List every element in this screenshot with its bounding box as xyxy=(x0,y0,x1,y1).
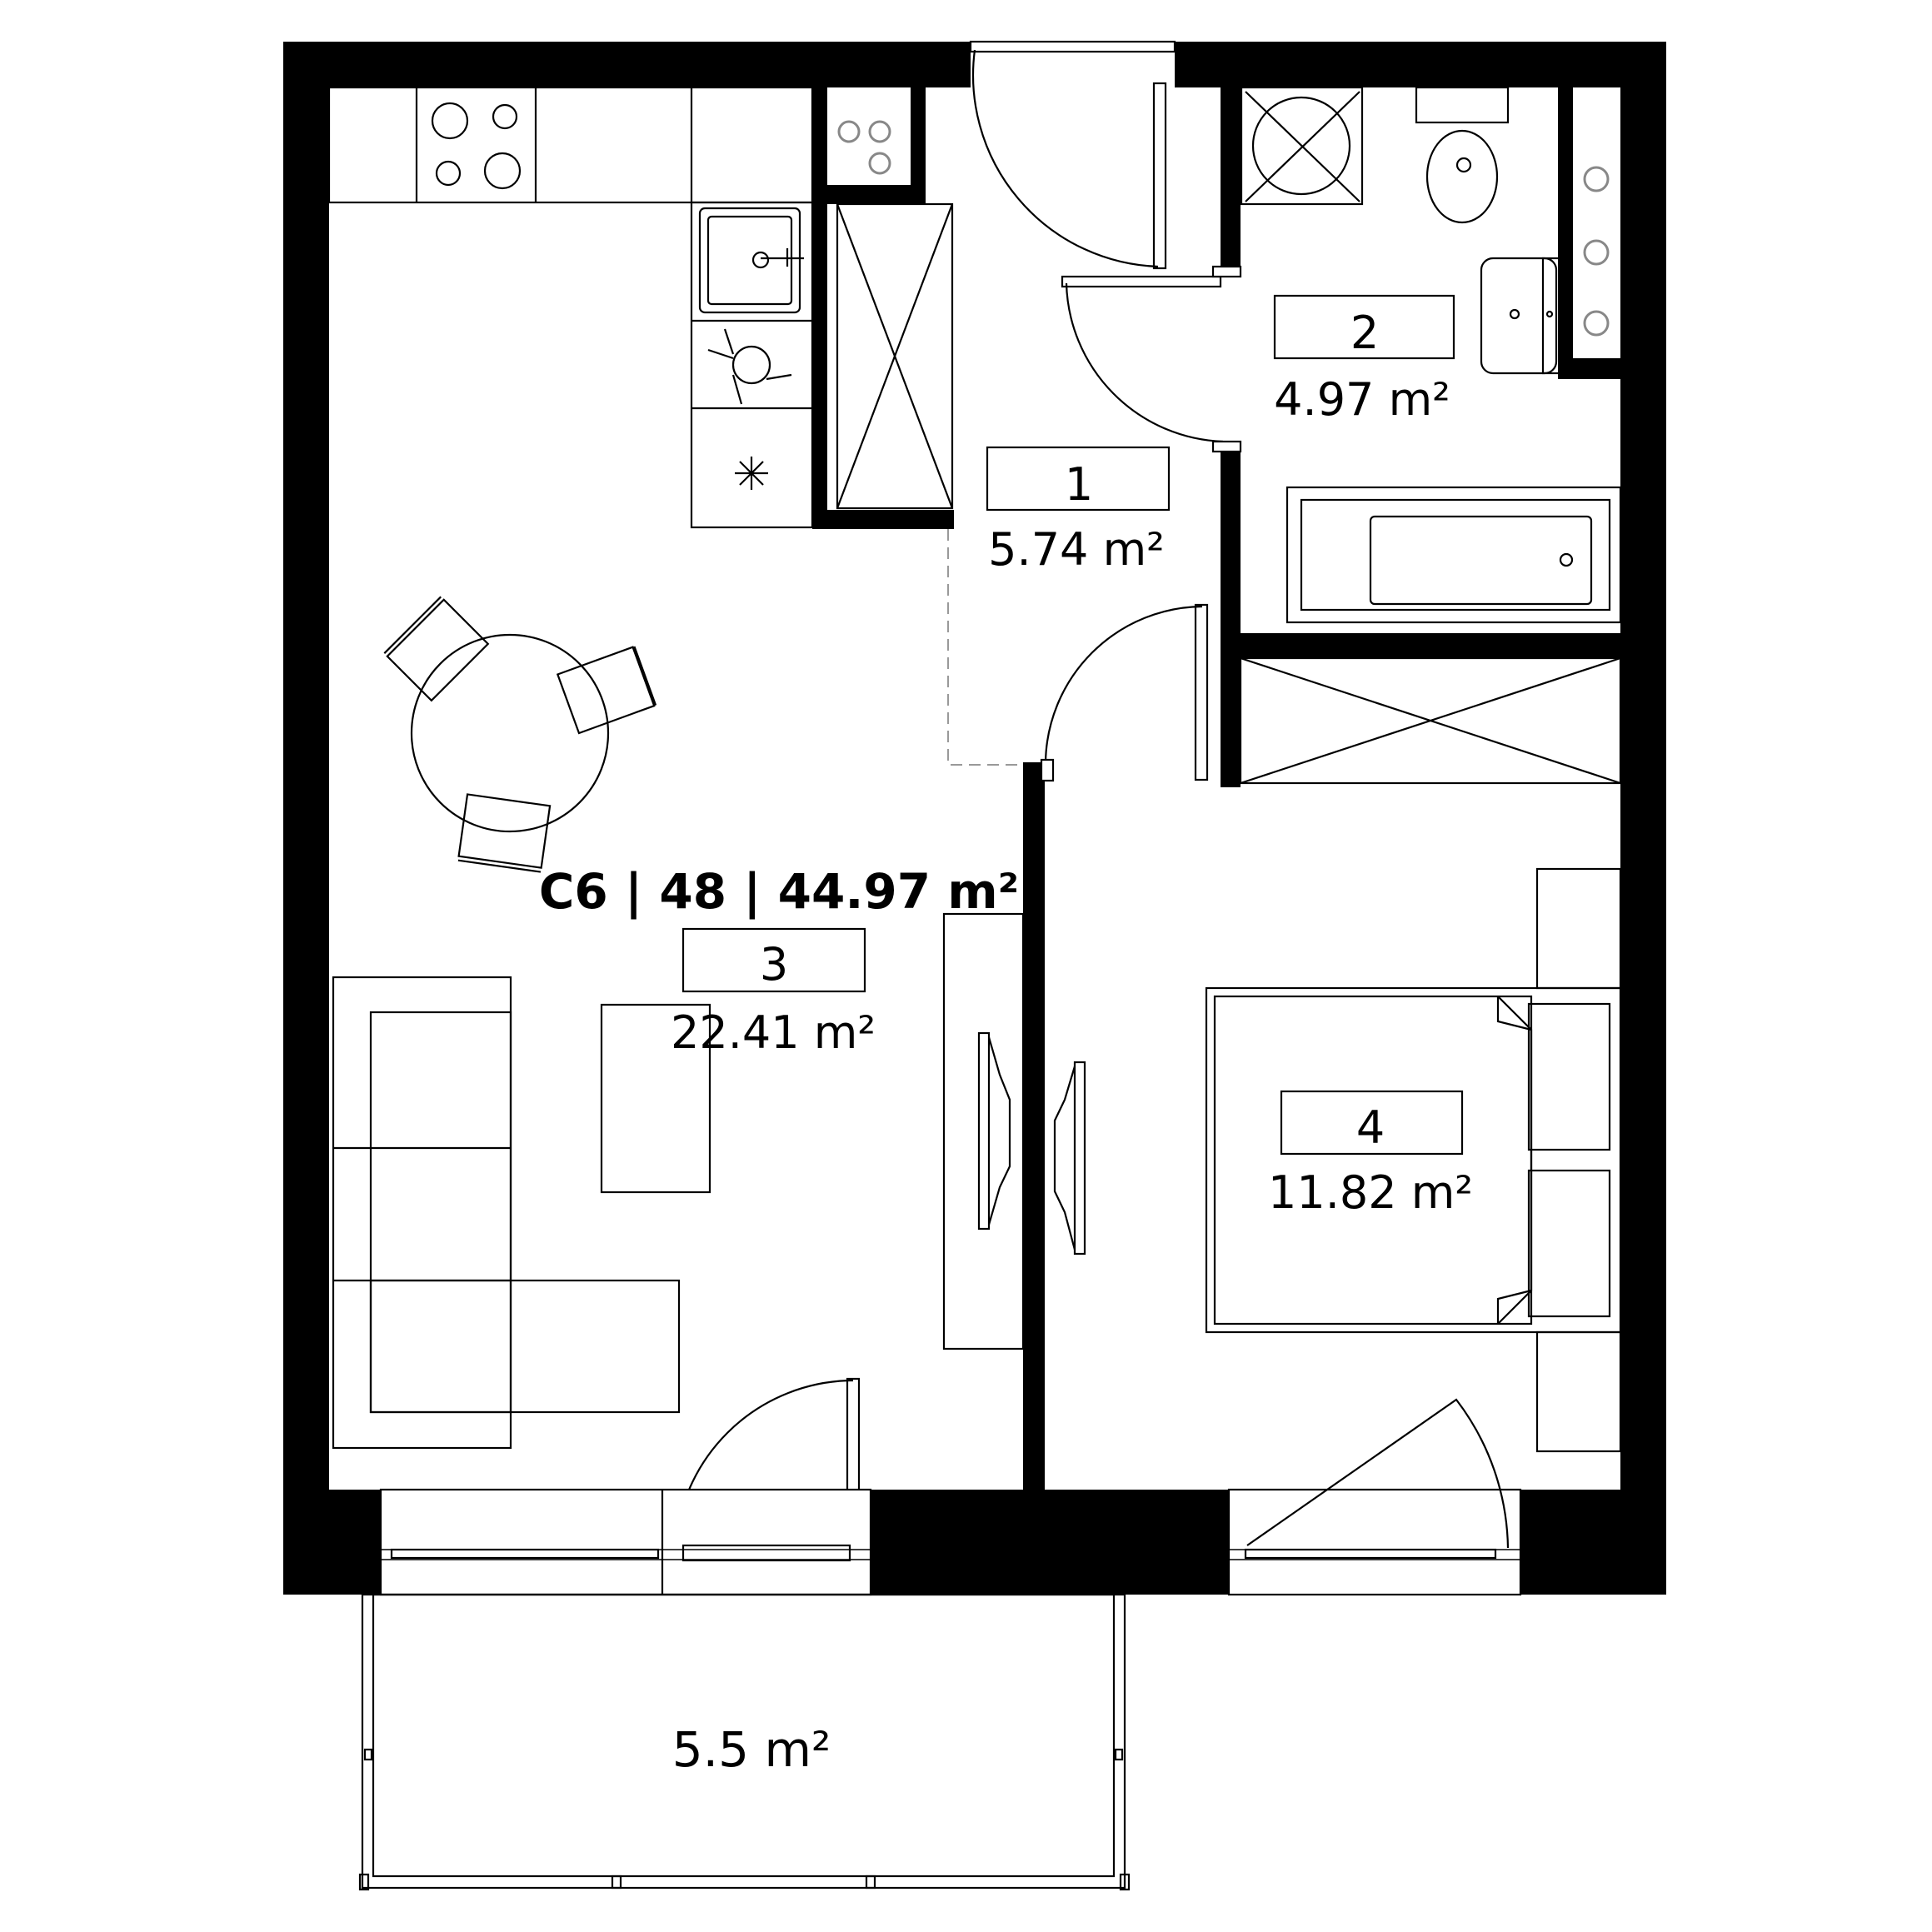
bathtub-icon xyxy=(1286,486,1622,624)
nightstand-bottom xyxy=(1535,1330,1622,1453)
washing-machine-icon xyxy=(1240,86,1364,206)
unit-heading: C6 | 48 | 44.97 m² xyxy=(539,863,1019,920)
hall-boundary xyxy=(947,529,1023,766)
room-2-number: 2 xyxy=(1350,307,1379,359)
sink-icon xyxy=(698,207,804,314)
nightstand-top xyxy=(1535,867,1622,990)
room-3-area: 22.41 m² xyxy=(671,1006,876,1059)
room-3-label: 3 22.41 m² xyxy=(671,927,876,1059)
stove-icon xyxy=(431,102,522,190)
closet-icon xyxy=(1239,656,1622,785)
sofa xyxy=(332,976,681,1450)
unit-summary: C6 | 48 | 44.97 m² xyxy=(539,863,1019,920)
walls xyxy=(283,42,1666,1595)
toilet-icon xyxy=(1415,86,1510,224)
room-4-area: 11.82 m² xyxy=(1268,1166,1473,1219)
dishwasher-icon xyxy=(707,328,792,405)
dining-table xyxy=(383,596,657,873)
living-window xyxy=(379,1488,872,1596)
coffee-table xyxy=(600,1003,711,1194)
washbasin-icon xyxy=(1480,257,1561,375)
room-2-label: 2 4.97 m² xyxy=(1273,294,1455,426)
bathroom-shaft-fixtures xyxy=(1583,166,1610,337)
room-1-area: 5.74 m² xyxy=(988,523,1165,576)
kitchen-counter xyxy=(327,86,814,529)
hall-wardrobe xyxy=(836,202,954,510)
kitchen-shaft-fixtures xyxy=(837,120,891,175)
fridge-icon xyxy=(735,457,768,490)
room-1-number: 1 xyxy=(1065,458,1093,511)
entry-door xyxy=(969,40,1176,270)
room-3-number: 3 xyxy=(760,938,788,991)
bathroom-door xyxy=(1061,265,1242,453)
room-1-label: 1 5.74 m² xyxy=(986,446,1171,576)
bedroom-window xyxy=(1227,1398,1522,1596)
room-4-label: 4 11.82 m² xyxy=(1268,1090,1473,1219)
tv-unit xyxy=(942,912,1086,1350)
room-4-number: 4 xyxy=(1356,1101,1385,1154)
balcony-area: 5.5 m² xyxy=(672,1721,831,1778)
room-2-area: 4.97 m² xyxy=(1274,373,1450,426)
bed xyxy=(1205,986,1622,1334)
bedroom-door xyxy=(1040,603,1209,782)
balcony: 5.5 m² xyxy=(358,1593,1131,1891)
